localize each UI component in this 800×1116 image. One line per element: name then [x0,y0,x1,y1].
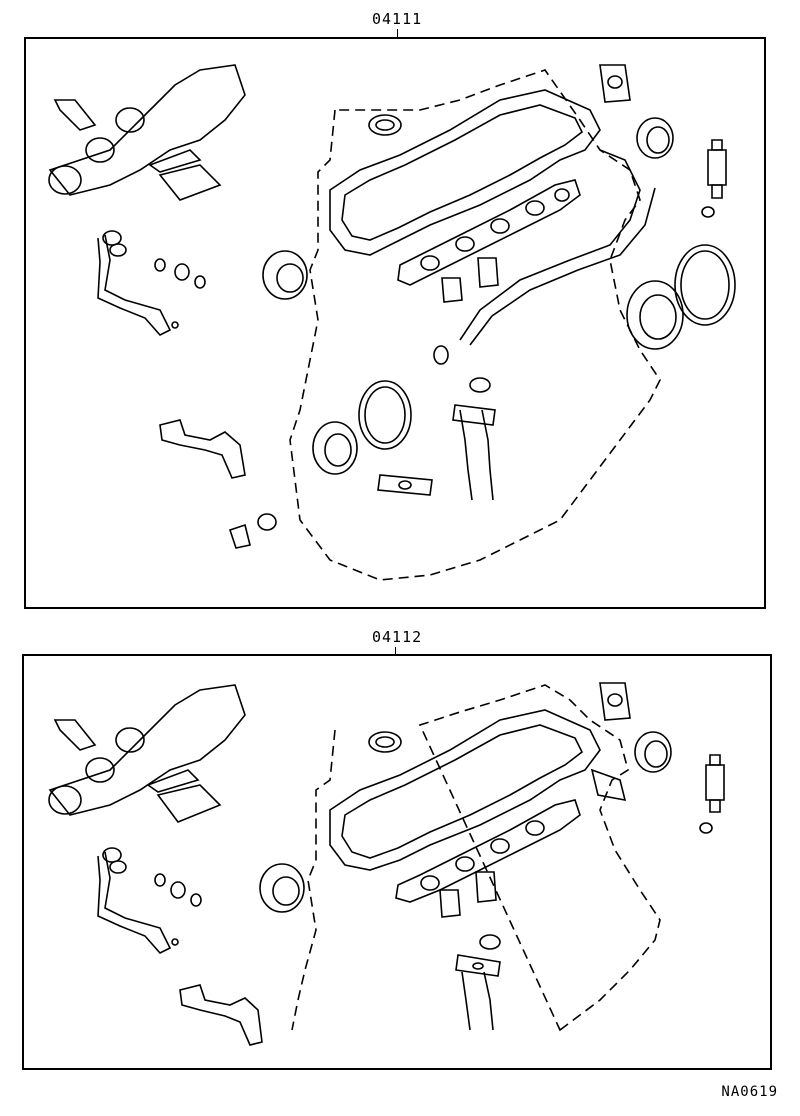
kit-2-cam-seal [369,732,401,752]
kit-1-engine-block-outline [290,70,660,580]
kit-2-oil-feed-tube [98,852,170,953]
kit-2-leader-line [395,647,396,655]
kit-1-o-ring-large [359,381,411,449]
kit-1-oil-pipe [460,410,493,500]
kit-1-bracket [160,420,245,478]
kit-1-front-seal [263,251,307,299]
kit-1-turbo-assembly [49,65,245,195]
kit-1-cam-seal [369,115,401,135]
kit-1-water-hose [460,150,640,340]
kit-1-exploded-view [0,0,800,620]
kit-2-part-number: 04112 [372,628,423,646]
kit-2-frame [22,654,772,1070]
kit-1-head-cover-gasket [330,90,600,255]
kit-1-leader-line [397,29,398,38]
kit-2-front-seal [260,864,304,912]
kit-2-head-cover-gasket [330,710,600,870]
kit-1-small-gasket [600,65,630,102]
kit-1-oil-seal [313,422,357,474]
kit-1-valve-stem-seal [442,278,462,302]
kit-1-spark-plug [702,140,726,217]
kit-1-manifold-gasket [398,180,580,285]
kit-1-part-number: 04111 [372,10,423,28]
kit-1-rear-oil-seal-large [675,245,735,325]
kit-1-oil-feed-tube [98,235,170,335]
kit-2-spark-plug [700,755,724,833]
kit-2-turbo-assembly [49,685,245,815]
kit-1-turbo-gasket [160,165,220,200]
kit-1-frame [24,37,766,609]
kit-2-turbo-gasket [158,785,220,822]
kit-2-oil-pipe [462,972,493,1030]
kit-1-cap [230,525,250,548]
kit-2-small-gasket [600,683,630,720]
kit-1-rear-seal [627,281,683,349]
kit-1-flange-gasket [378,475,432,495]
kit-2-engine-block-outline [292,685,660,1030]
kit-2-manifold-gasket [396,800,580,902]
kit-2-valve-stem-seal [440,890,460,917]
kit-2-bracket [180,985,262,1045]
figure-code: NA0619 [721,1084,778,1100]
